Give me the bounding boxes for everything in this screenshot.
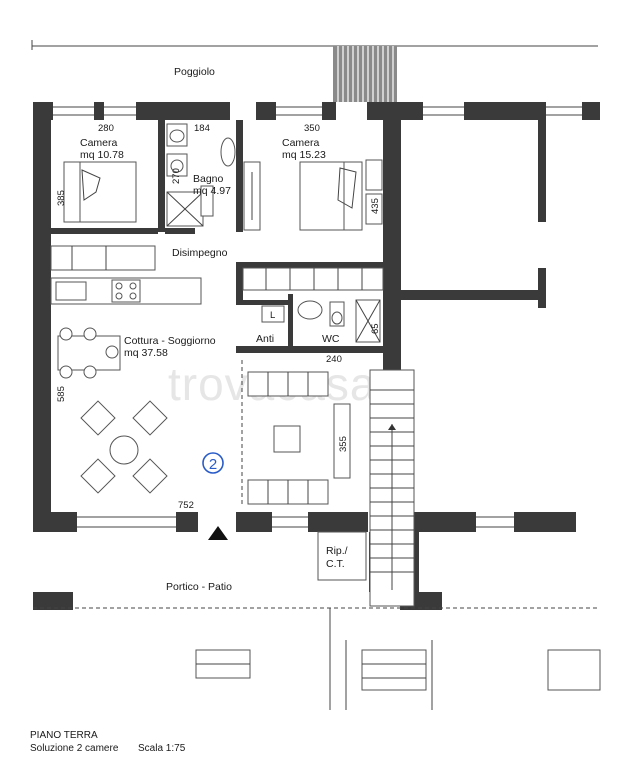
windows <box>53 106 582 528</box>
label-wc: WC <box>322 333 340 345</box>
caption-solution: Soluzione 2 camere <box>30 743 119 754</box>
label-anti: Anti <box>256 333 274 345</box>
label-ct: C.T. <box>326 558 345 570</box>
sofa-set <box>241 360 351 505</box>
dim-350: 350 <box>304 123 320 134</box>
label-disimpegno: Disimpegno <box>172 247 228 259</box>
label-poggiolo: Poggiolo <box>174 66 215 78</box>
dim-280: 280 <box>98 123 114 134</box>
unit-number-badge <box>202 452 224 474</box>
label-cottura: Cottura - Soggiorno <box>124 335 216 347</box>
label-bagno: Bagno <box>193 173 224 185</box>
label-cottura-area: mq 37.58 <box>124 347 168 359</box>
bed-double <box>243 159 383 231</box>
lounge-table <box>80 400 168 494</box>
hall-wardrobe <box>242 267 384 291</box>
label-camera-1: Camera <box>80 137 118 149</box>
unit-number: 2 <box>209 456 217 473</box>
label-bagno-area: mq 4.97 <box>193 185 231 197</box>
label-camera-2-area: mq 15.23 <box>282 149 326 161</box>
dim-752: 752 <box>178 500 194 511</box>
label-camera-1-area: mq 10.78 <box>80 149 124 161</box>
caption-floor: PIANO TERRA <box>30 730 98 741</box>
caption-scale: Scala 1:75 <box>138 743 186 754</box>
walls <box>33 102 600 610</box>
dim-270: 270 <box>171 168 182 184</box>
dim-184: 184 <box>194 123 210 134</box>
dining-table <box>57 327 121 379</box>
bathroom-fixtures <box>166 123 236 227</box>
label-l-mark: L <box>270 310 275 321</box>
dim-65: 65 <box>370 323 381 334</box>
staircase <box>369 369 415 607</box>
label-rip: Rip./ <box>326 545 348 557</box>
entrance-arrow-icon <box>208 526 228 540</box>
dim-435: 435 <box>370 198 381 214</box>
kitchen-counter <box>50 277 202 305</box>
dim-585: 585 <box>56 386 67 402</box>
dim-240: 240 <box>326 354 342 365</box>
wc-fixtures <box>261 299 381 343</box>
kitchen-counter-upper <box>50 245 156 271</box>
dim-385: 385 <box>56 190 67 206</box>
dim-355: 355 <box>338 436 349 452</box>
patio-outline <box>33 531 601 710</box>
label-portico: Portico - Patio <box>166 581 232 593</box>
label-camera-2: Camera <box>282 137 320 149</box>
balcony-railing <box>31 40 598 102</box>
bed-single <box>63 161 137 223</box>
